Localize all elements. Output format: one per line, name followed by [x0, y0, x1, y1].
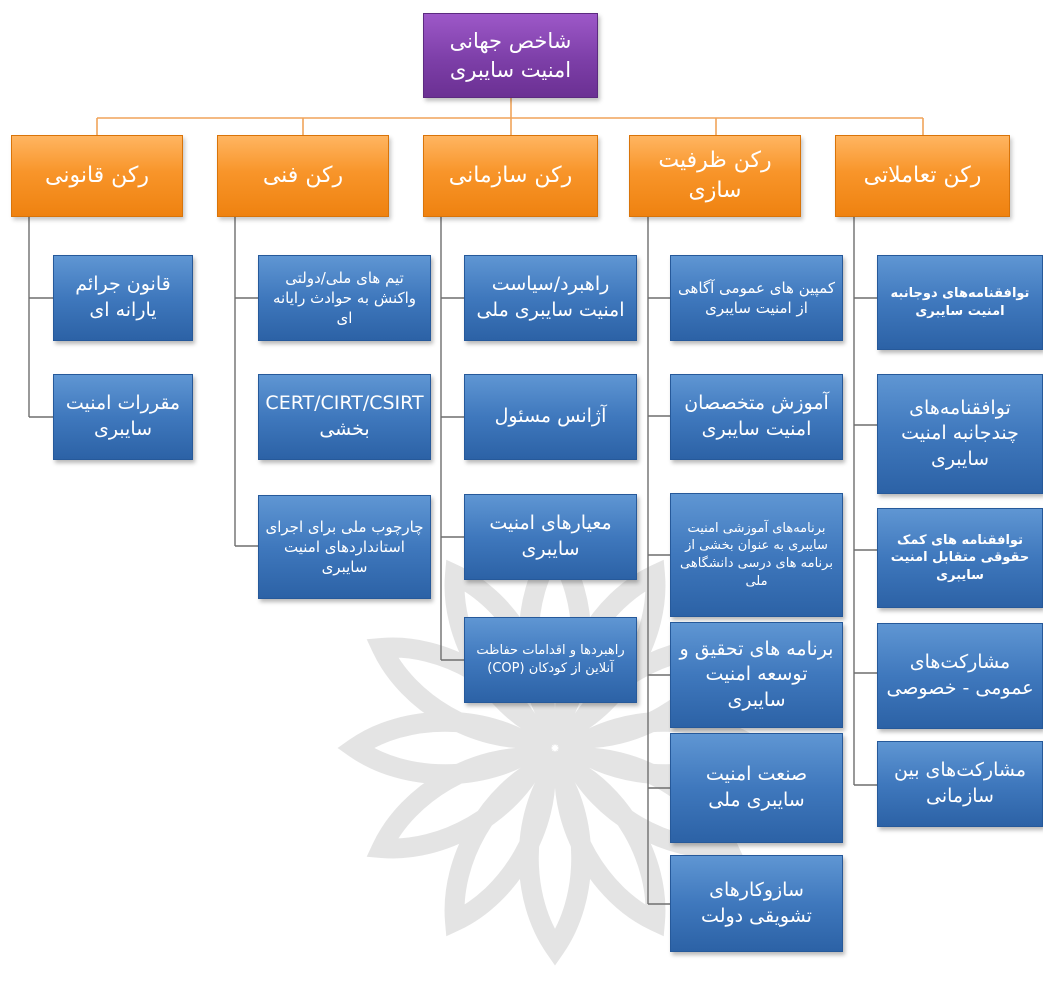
technical-item: تیم های ملی/دولتی واکنش به حوادث رایانه … — [258, 255, 431, 341]
organizational-item: راهبردها و اقدامات حفاظت آنلاین از کودکا… — [464, 617, 637, 703]
pillar-legal: رکن قانونی — [11, 135, 183, 217]
technical-item: CERT/CIRT/CSIRT بخشی — [258, 374, 431, 460]
pillar-organizational: رکن سازمانی — [423, 135, 598, 217]
cooperation-item: مشارکت‌های عمومی - خصوصی — [877, 623, 1043, 729]
cooperation-item: توافقنامه‌های چندجانبه امنیت سایبری — [877, 374, 1043, 494]
root-node: شاخص جهانی امنیت سایبری — [423, 13, 598, 98]
cooperation-item: توافقنامه های کمک حقوقی متقابل امنیت سای… — [877, 508, 1043, 608]
legal-item: مقررات امنیت سایبری — [53, 374, 193, 460]
organizational-item: معیارهای امنیت سایبری — [464, 494, 637, 580]
cooperation-item: مشارکت‌های بین سازمانی — [877, 741, 1043, 827]
organizational-item: آژانس مسئول — [464, 374, 637, 460]
pillar-capacity: رکن ظرفیت سازی — [629, 135, 801, 217]
root-title-line2: امنیت سایبری — [449, 57, 572, 82]
legal-item: قانون جرائم یارانه ای — [53, 255, 193, 341]
technical-item: چارچوب ملی برای اجرای استانداردهای امنیت… — [258, 495, 431, 599]
capacity-item: برنامه‌های آموزشی امنیت سایبری به عنوان … — [670, 493, 843, 617]
capacity-item: آموزش متخصصان امنیت سایبری — [670, 374, 843, 460]
pillar-cooperation: رکن تعاملاتی — [835, 135, 1010, 217]
organizational-item: راهبرد/سیاست امنیت سایبری ملی — [464, 255, 637, 341]
capacity-item: کمپین های عمومی آگاهی از امنیت سایبری — [670, 255, 843, 341]
root-title-line1: شاخص جهانی — [449, 29, 572, 54]
pillar-technical: رکن فنی — [217, 135, 389, 217]
capacity-item: سازوکارهای تشویقی دولت — [670, 855, 843, 952]
cooperation-item: توافقنامه‌های دوجانبه امنیت سایبری — [877, 255, 1043, 350]
capacity-item: صنعت امنیت سایبری ملی — [670, 733, 843, 843]
capacity-item: برنامه های تحقیق و توسعه امنیت سایبری — [670, 622, 843, 728]
